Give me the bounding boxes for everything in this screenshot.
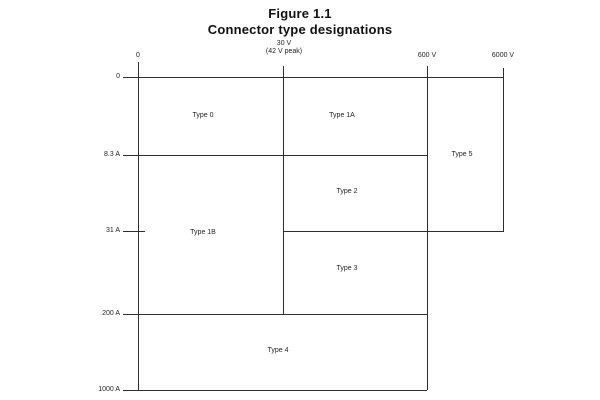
figure-number: Figure 1.1 xyxy=(268,6,332,21)
x-tick-label-600v: 600 V xyxy=(417,52,437,59)
region-label-type-2: Type 2 xyxy=(336,188,358,195)
region-label-type-1b: Type 1B xyxy=(190,229,216,236)
boundary-line-1000a xyxy=(123,390,427,391)
y-tick-label-0a: 0 xyxy=(116,73,120,80)
region-label-type-0: Type 0 xyxy=(192,112,214,119)
boundary-line-600v xyxy=(427,66,428,390)
current-axis-line xyxy=(138,62,139,390)
y-tick-label-8-3a: 8.3 A xyxy=(104,151,120,158)
y-tick-label-31a: 31 A xyxy=(105,227,120,234)
x-tick-label-0v: 0 xyxy=(136,52,140,59)
figure-title: Figure 1.1 Connector type designations xyxy=(0,6,600,38)
boundary-line-30v xyxy=(283,66,284,314)
region-label-type-5: Type 5 xyxy=(451,151,473,158)
figure-caption: Connector type designations xyxy=(207,22,393,37)
region-label-type-4: Type 4 xyxy=(267,347,289,354)
x-tick-label-30v: 30 V (42 V peak) xyxy=(266,40,302,56)
boundary-line-6000v xyxy=(503,68,504,232)
boundary-line-200a xyxy=(123,314,427,315)
y-tick-label-1000a: 1000 A xyxy=(98,386,120,393)
boundary-line-8-3a xyxy=(123,155,427,156)
x-tick-label-6000v: 6000 V xyxy=(491,52,515,59)
boundary-line-31a xyxy=(283,231,503,232)
region-label-type-1a: Type 1A xyxy=(329,112,355,119)
tick-mark-31a xyxy=(123,231,145,232)
region-label-type-3: Type 3 xyxy=(336,265,358,272)
x-tick-label-30v-peak: (42 V peak) xyxy=(265,48,303,55)
x-tick-label-30v-main: 30 V xyxy=(276,40,292,47)
y-tick-label-200a: 200 A xyxy=(102,310,120,317)
boundary-line-0a xyxy=(123,77,503,78)
